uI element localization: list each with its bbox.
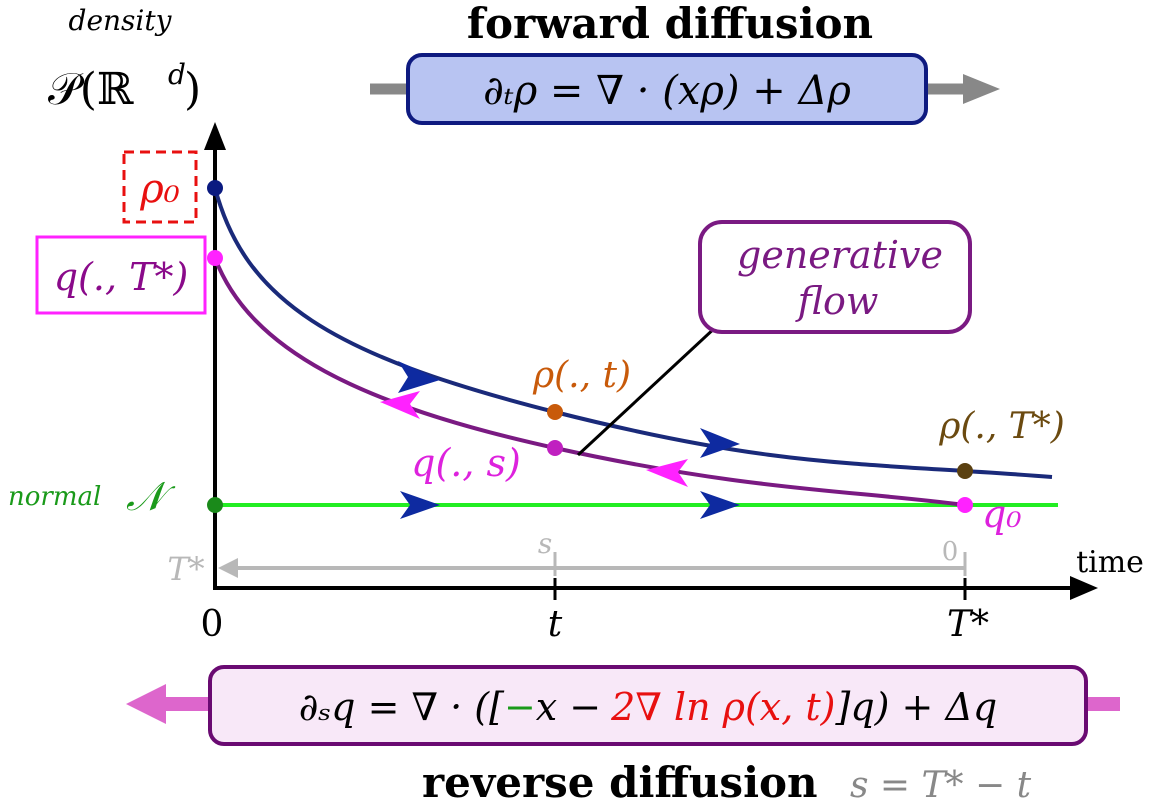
forward-equation: ∂ₜρ = ∇ · (xρ) + Δρ: [483, 68, 851, 114]
generative-flow-line2: flow: [795, 279, 879, 323]
reverse-eq-part1: ∂ₛq = ∇ · ([: [299, 685, 505, 729]
forward-title: forward diffusion: [467, 0, 873, 48]
reverse-equation: ∂ₛq = ∇ · ([−x −2∇ ln ρ(x, t)]q) + Δq: [299, 685, 998, 729]
rho0-label: ρ₀: [139, 166, 180, 212]
generative-flow-line1: generative: [737, 233, 943, 277]
reverse-eq-score: 2∇ ln ρ(x, t): [610, 685, 835, 729]
y-axis-arrowhead: [204, 122, 226, 150]
rho-t-label: ρ(., t): [532, 355, 631, 396]
reverse-time-arrowhead: [218, 558, 238, 578]
space-symbol-base: 𝒫(ℝ: [48, 64, 134, 115]
reverse-equation-box: [208, 665, 1088, 746]
q0-label: q₀: [982, 492, 1022, 536]
q-T-dot: [207, 250, 223, 266]
q-T-label: q(., T*): [54, 255, 189, 299]
normal-flow-arrow-1: [400, 491, 440, 519]
reverse-relation: s = T* − t: [850, 765, 1032, 806]
forward-flow-arrow-1: [398, 361, 440, 393]
q-T-box: [35, 235, 207, 315]
q-s-dot: [547, 440, 563, 456]
x-axis-label: time: [1076, 545, 1144, 580]
rho-T-label: ρ(., T*): [938, 406, 1065, 447]
normal-symbol: 𝒩: [126, 474, 176, 520]
normal-dot: [207, 497, 223, 513]
reverse-arrow-head: [126, 684, 166, 724]
space-symbol-close: ): [184, 64, 201, 115]
reverse-title: reverse diffusion: [422, 758, 818, 807]
reverse-label-T: T*: [167, 550, 204, 588]
y-axis-label: density: [69, 4, 173, 37]
reverse-label-s: s: [538, 527, 552, 560]
normal-word: normal: [8, 482, 101, 512]
rho0-dashed-box: [122, 150, 198, 224]
reverse-flow-arrow-2: [646, 459, 688, 487]
reverse-flow-arrow-1: [380, 391, 420, 419]
x-axis-arrowhead: [1070, 576, 1098, 600]
q-s-label: q(., s): [411, 441, 521, 485]
rho0-dot: [207, 180, 223, 196]
reverse-label-0: 0: [942, 537, 959, 567]
forward-flow-arrow-2: [700, 428, 740, 458]
reverse-time-axis: T* s 0: [167, 527, 967, 588]
normal-flow-arrow-2: [700, 491, 740, 519]
generative-flow-pointer: [576, 323, 720, 457]
tick-label-0: 0: [201, 604, 224, 645]
rho-T-dot: [957, 463, 973, 479]
forward-equation-box: [406, 53, 928, 125]
reverse-eq-part2: ]q) + Δq: [835, 685, 998, 729]
generative-flow-box: [698, 220, 972, 334]
tick-label-T: T*: [947, 604, 989, 645]
tick-label-t: t: [548, 604, 563, 645]
forward-diffusion-banner: ∂ₜρ = ∇ · (xρ) + Δρ forward diffusion: [370, 0, 1000, 125]
space-symbol: 𝒫(ℝ d ): [48, 58, 201, 115]
space-symbol-exponent: d: [168, 58, 186, 91]
reverse-diffusion-banner: ∂ₛq = ∇ · ([−x −2∇ ln ρ(x, t)]q) + Δq re…: [126, 665, 1120, 807]
reverse-eq-minus: −: [504, 685, 536, 729]
reverse-eq-x: x −: [536, 685, 601, 729]
q0-dot: [957, 497, 973, 513]
rho-t-dot: [547, 404, 563, 420]
forward-arrow-head: [963, 74, 1000, 104]
